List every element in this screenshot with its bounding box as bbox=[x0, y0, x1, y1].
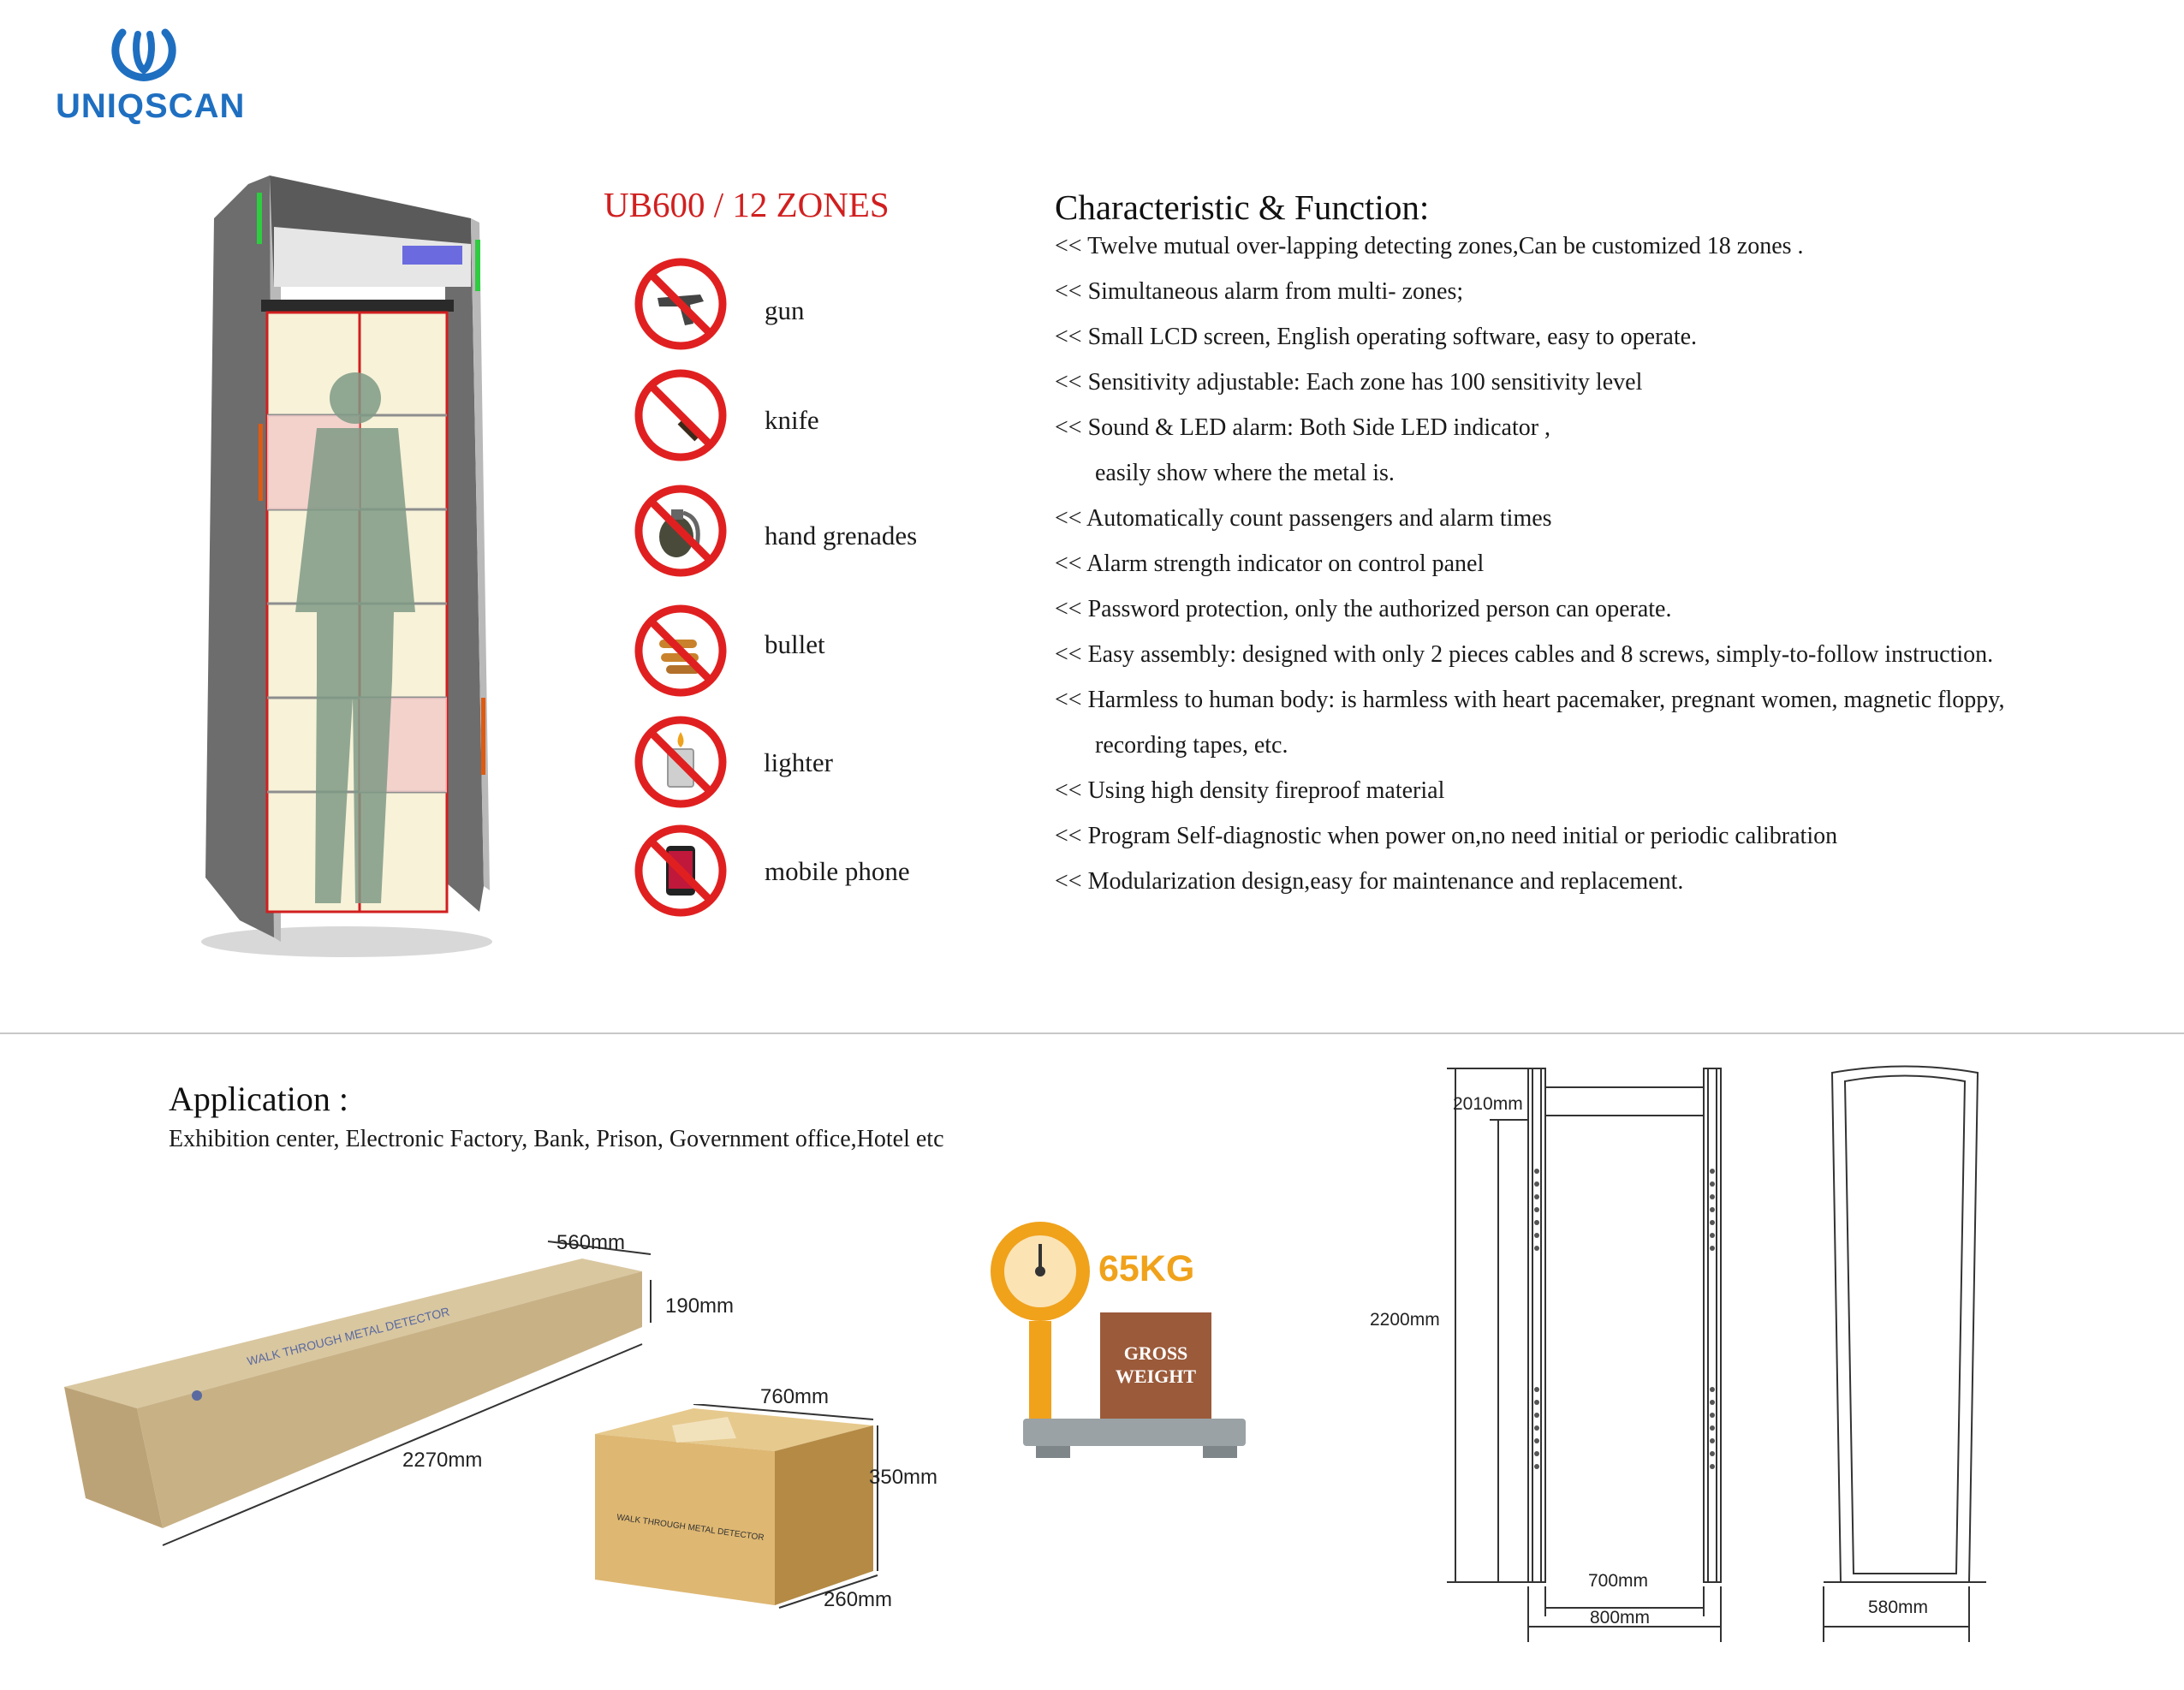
item-label: bullet bbox=[765, 629, 825, 659]
section-divider bbox=[0, 1032, 2184, 1034]
lighter-icon bbox=[634, 716, 727, 808]
front-view-drawing bbox=[1447, 1068, 1722, 1642]
total-height-label: 2200mm bbox=[1370, 1310, 1440, 1330]
small-box-height-label: 350mm bbox=[869, 1466, 938, 1489]
feature-line: << Alarm strength indicator on control p… bbox=[1055, 550, 1485, 577]
prohibited-items-list: gun knife hand grenades bullet bbox=[634, 257, 959, 925]
feature-line: recording tapes, etc. bbox=[1095, 732, 1288, 759]
depth-label: 580mm bbox=[1868, 1598, 1929, 1617]
feature-line: << Password protection, only the authori… bbox=[1055, 596, 1672, 622]
bullet-icon bbox=[634, 604, 727, 697]
metal-detector-gate-image bbox=[201, 176, 492, 957]
feature-line: << Small LCD screen, English operating s… bbox=[1055, 324, 1698, 350]
feature-line: << Sound & LED alarm: Both Side LED indi… bbox=[1055, 414, 1551, 441]
gross-label-line2: WEIGHT bbox=[1115, 1366, 1197, 1387]
list-item: hand grenades bbox=[634, 484, 959, 582]
grenade-icon bbox=[634, 485, 727, 577]
long-box-height-label: 190mm bbox=[665, 1294, 735, 1318]
knife-icon bbox=[634, 369, 727, 461]
outer-width-label: 800mm bbox=[1590, 1608, 1651, 1628]
list-item: gun bbox=[634, 257, 959, 355]
gross-label-line1: GROSS bbox=[1123, 1342, 1188, 1364]
list-item: knife bbox=[634, 368, 959, 467]
scale-icon bbox=[991, 1222, 1246, 1458]
characteristics-list: << Twelve mutual over-lapping detecting … bbox=[1055, 233, 2168, 909]
feature-line: << Harmless to human body: is harmless w… bbox=[1055, 687, 2005, 713]
mobile-phone-icon bbox=[634, 824, 727, 917]
weight-value: 65KG bbox=[1098, 1248, 1195, 1289]
feature-line: << Easy assembly: designed with only 2 p… bbox=[1055, 641, 1994, 668]
feature-line: << Modularization design,easy for mainte… bbox=[1055, 868, 1684, 895]
item-label: hand grenades bbox=[765, 521, 918, 550]
feature-line: << Automatically count passengers and al… bbox=[1055, 505, 1552, 532]
small-package-box-image: WALK THROUGH METAL DETECTOR bbox=[595, 1404, 878, 1609]
brand-name: UNIQSCAN bbox=[56, 87, 246, 125]
inner-height-label: 2010mm bbox=[1453, 1094, 1523, 1114]
application-title: Application : bbox=[169, 1080, 348, 1118]
inner-width-label: 700mm bbox=[1588, 1571, 1649, 1591]
long-box-width-label: 560mm bbox=[556, 1231, 626, 1254]
small-box-depth-label: 260mm bbox=[824, 1588, 893, 1611]
item-label: lighter bbox=[764, 747, 833, 777]
item-label: mobile phone bbox=[765, 856, 910, 886]
small-box-width-label: 760mm bbox=[760, 1385, 830, 1408]
list-item: mobile phone bbox=[634, 824, 959, 922]
product-model: UB600 / 12 ZONES bbox=[604, 185, 890, 224]
item-label: knife bbox=[765, 405, 819, 435]
uniqscan-logo-icon bbox=[111, 28, 176, 81]
feature-line: easily show where the metal is. bbox=[1095, 460, 1395, 486]
feature-line: << Twelve mutual over-lapping detecting … bbox=[1055, 233, 1804, 259]
gross-weight-label: GROSS WEIGHT bbox=[1100, 1342, 1211, 1388]
feature-line: << Program Self-diagnostic when power on… bbox=[1055, 823, 1838, 849]
side-view-drawing bbox=[1823, 1065, 1986, 1642]
application-text: Exhibition center, Electronic Factory, B… bbox=[169, 1126, 944, 1152]
long-package-box-image: WALK THROUGH METAL DETECTOR bbox=[64, 1241, 652, 1546]
item-label: gun bbox=[765, 295, 805, 325]
feature-line: << Using high density fireproof material bbox=[1055, 777, 1445, 804]
feature-line: << Simultaneous alarm from multi- zones; bbox=[1055, 278, 1464, 305]
feature-line: << Sensitivity adjustable: Each zone has… bbox=[1055, 369, 1643, 396]
brand-logo: UNIQSCAN bbox=[56, 26, 244, 128]
list-item: bullet bbox=[634, 604, 959, 702]
characteristics-title: Characteristic & Function: bbox=[1055, 187, 1430, 227]
list-item: lighter bbox=[634, 715, 959, 813]
long-box-length-label: 2270mm bbox=[402, 1449, 483, 1472]
gun-icon bbox=[634, 258, 727, 350]
